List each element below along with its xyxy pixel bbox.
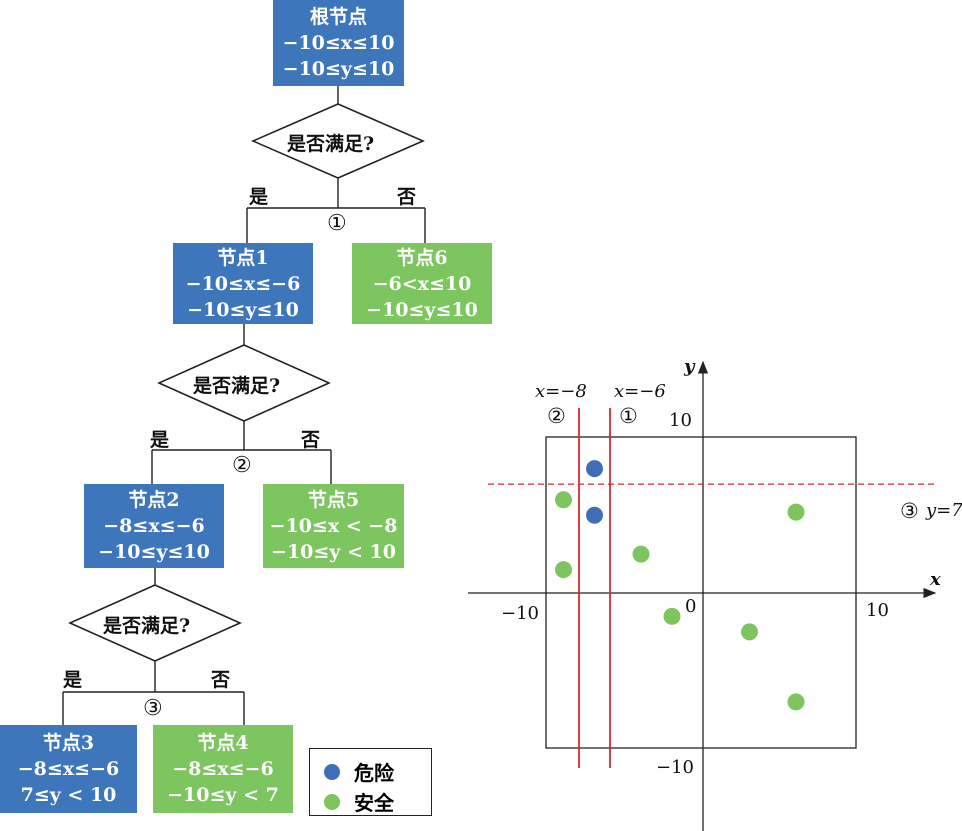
data-point-danger-1 (586, 506, 603, 524)
node-3-y-range: 7≤y < 10 (20, 784, 117, 806)
legend-safe-label: 安全 (354, 791, 394, 815)
no-label-2: 否 (301, 429, 321, 451)
root-node: 根节点 −10≤x≤10 −10≤y≤10 (273, 0, 404, 86)
data-point-safe-6 (741, 623, 758, 641)
origin-label: 0 (685, 596, 697, 617)
node-4-x-range: −8≤x≤−6 (172, 758, 274, 780)
data-point-safe-3 (555, 561, 572, 579)
split-marker-3: ③ (143, 696, 163, 721)
legend-item-danger: 危险 (324, 757, 394, 786)
node-3-title: 节点3 (42, 732, 95, 754)
node-1: 节点1 −10≤x≤−6 −10≤y≤10 (173, 243, 313, 324)
node-2-y-range: −10≤y≤10 (98, 541, 210, 563)
y-tick-neg10: −10 (656, 757, 694, 778)
data-point-safe-5 (663, 607, 681, 625)
yes-label-3: 是 (63, 669, 83, 691)
split-line-1-label: x=−6 (614, 381, 666, 402)
x-axis-label: x (930, 569, 941, 590)
node-3-x-range: −8≤x≤−6 (17, 758, 120, 780)
root-node-title: 根节点 (309, 6, 367, 28)
node-2-x-range: −8≤x≤−6 (103, 515, 205, 537)
decision-label-1: 是否满足? (287, 133, 375, 155)
data-point-safe-7 (787, 503, 805, 521)
node-5-x-range: −10≤x < −8 (269, 515, 398, 537)
node-4: 节点4 −8≤x≤−6 −10≤y < 7 (153, 725, 293, 813)
root-node-x-range: −10≤x≤10 (282, 32, 395, 54)
node-5-y-range: −10≤y < 10 (271, 541, 396, 563)
split-line-2-marker: ② (547, 404, 566, 428)
node-1-x-range: −10≤x≤−6 (185, 272, 301, 295)
decision-label-3: 是否满足? (103, 615, 191, 637)
yes-label-2: 是 (150, 429, 170, 451)
node-3: 节点3 −8≤x≤−6 7≤y < 10 (0, 725, 137, 813)
split-marker-1: ① (327, 211, 347, 236)
node-2-title: 节点2 (128, 489, 180, 511)
legend: 危险 安全 (309, 748, 432, 816)
data-point-safe-4 (632, 545, 650, 563)
y-axis-label: y (684, 356, 695, 377)
decision-label-2: 是否满足? (193, 375, 281, 397)
y-tick-10: 10 (669, 410, 692, 431)
no-label-3: 否 (211, 669, 231, 691)
legend-danger-label: 危险 (354, 761, 394, 785)
node-6-x-range: −6<x≤10 (372, 272, 472, 295)
no-label-1: 否 (397, 186, 417, 208)
node-4-y-range: −10≤y < 7 (167, 784, 279, 806)
node-6-y-range: −10≤y≤10 (366, 298, 478, 321)
data-point-danger-0 (586, 460, 603, 478)
node-4-title: 节点4 (197, 732, 249, 754)
node-5: 节点5 −10≤x < −8 −10≤y < 10 (263, 484, 404, 568)
x-tick-neg10: −10 (501, 603, 539, 624)
split-line-3-marker: ③ (900, 499, 919, 523)
split-line-1-marker: ① (619, 404, 638, 428)
legend-item-safe: 安全 (324, 787, 394, 816)
node-6-title: 节点6 (396, 246, 448, 269)
legend-danger-swatch (324, 763, 340, 780)
split-marker-2: ② (232, 453, 252, 478)
legend-safe-swatch (324, 793, 340, 810)
node-2: 节点2 −8≤x≤−6 −10≤y≤10 (84, 484, 224, 568)
node-6: 节点6 −6<x≤10 −10≤y≤10 (352, 243, 492, 324)
data-point-safe-8 (787, 693, 805, 711)
node-1-title: 节点1 (217, 246, 269, 269)
split-line-3-label: y=7 (926, 500, 962, 521)
split-line-2-label: x=−8 (535, 381, 587, 402)
node-5-title: 节点5 (307, 489, 360, 511)
data-point-safe-2 (555, 491, 572, 509)
region-box (545, 436, 857, 749)
node-1-y-range: −10≤y≤10 (187, 298, 299, 321)
root-node-y-range: −10≤y≤10 (282, 58, 395, 80)
x-tick-10: 10 (866, 600, 889, 621)
yes-label-1: 是 (249, 186, 269, 208)
